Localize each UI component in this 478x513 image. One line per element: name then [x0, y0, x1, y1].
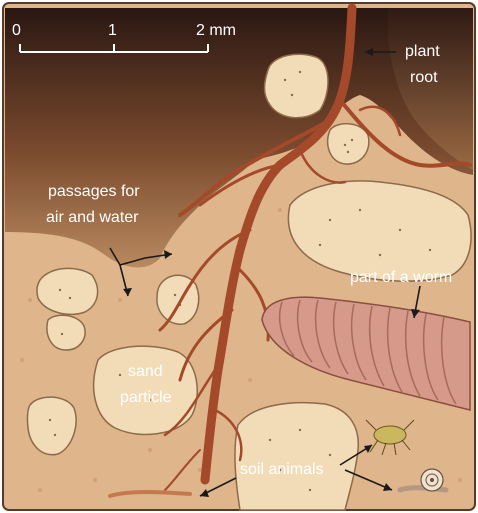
label-passages-line2: air and water [46, 209, 139, 226]
label-passages-line1: passages for [48, 183, 140, 200]
label-sand-line1: sand [128, 363, 163, 380]
scale-tick-2: 2 mm [196, 22, 236, 39]
label-sand-line2: particle [120, 389, 172, 406]
label-plant-root-line1: plant [405, 43, 440, 60]
sand-grain-left-1 [37, 268, 98, 314]
sand-grain-bottom-left [27, 397, 76, 455]
sand-grain-small-top [328, 124, 369, 164]
scale-tick-0: 0 [12, 22, 21, 39]
label-soil-animals: soil animals [240, 461, 324, 478]
label-plant-root-line2: root [410, 69, 438, 86]
label-worm: part of a worm [350, 269, 452, 286]
sand-grain-left-2 [47, 315, 85, 350]
scale-tick-1: 1 [108, 22, 117, 39]
sand-grain-bottom [235, 403, 358, 510]
sand-grain-top [265, 54, 329, 118]
